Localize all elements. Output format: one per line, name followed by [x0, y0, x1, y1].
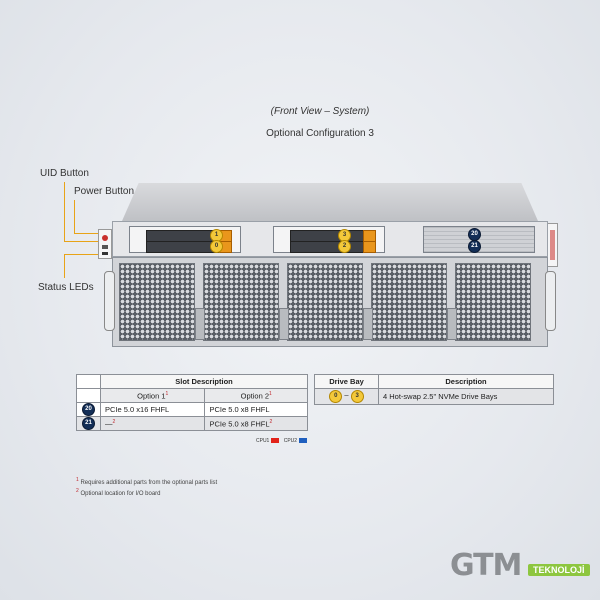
- power-button[interactable]: [102, 245, 108, 249]
- drive-cage-left: 1 0: [129, 226, 241, 253]
- description-col-header: Description: [378, 374, 554, 389]
- cpu1-label: CPU1: [256, 438, 270, 444]
- fan-grille-5: [455, 263, 531, 341]
- power-button-label: Power Button: [74, 186, 135, 197]
- server-chassis: 1 0 3 2 20 21: [98, 183, 558, 347]
- fan-module-latch[interactable]: [279, 308, 289, 340]
- drive-bay-2[interactable]: [290, 241, 376, 253]
- fan-grille-3: [287, 263, 363, 341]
- control-panel-ear[interactable]: [98, 229, 112, 259]
- slot-badge: 21: [82, 417, 95, 430]
- brand-strip: [550, 230, 555, 260]
- status-lead-vertical: [64, 254, 65, 278]
- footnote-1-mark: 1: [76, 477, 79, 483]
- slot-col-option1: Option 11: [99, 388, 206, 403]
- bay-from-badge: 0: [329, 390, 343, 403]
- config-title: Optional Configuration 3: [266, 128, 374, 139]
- drive-cage-right: 3 2: [273, 226, 385, 253]
- bay-to-badge: 3: [350, 390, 364, 403]
- brand-name: GTM: [450, 548, 522, 583]
- pcie-slot-panel: 20 21: [423, 226, 535, 253]
- fan-module-latch[interactable]: [447, 308, 457, 340]
- slot-opt1-cell: PCIe 5.0 x16 FHFL: [99, 402, 206, 417]
- slot-id-cell: 20: [76, 402, 101, 417]
- option1-label: Option 1: [137, 391, 166, 401]
- drive-badge-2: 2: [338, 240, 351, 253]
- bay-description-cell: 4 Hot-swap 2.5" NVMe Drive Bays: [378, 388, 554, 405]
- chassis-top-cover: [122, 183, 538, 221]
- slot-col-option2: Option 21: [204, 388, 308, 403]
- table-row: 20 PCIe 5.0 x16 FHFL PCIe 5.0 x8 FHFL: [76, 402, 308, 417]
- slot-opt2-sup: 2: [269, 418, 273, 425]
- cpu2-swatch: [299, 438, 308, 444]
- fan-grille-panel: [112, 257, 548, 347]
- footnote-2: 2 Optional location for I/O board: [76, 487, 217, 498]
- power-lead-vertical: [74, 200, 75, 234]
- fan-grille-2: [203, 263, 279, 341]
- status-leds: [102, 252, 108, 255]
- fan-module-latch[interactable]: [195, 308, 205, 340]
- drive-badge-0: 0: [210, 240, 223, 253]
- slot-description-table: Slot Description Option 11 Option 21 20 …: [76, 374, 308, 431]
- footnote-1: 1 Requires additional parts from the opt…: [76, 476, 217, 487]
- slot-opt1-cell: —2: [99, 416, 206, 431]
- footnote-2-mark: 2: [76, 488, 79, 494]
- slot-table-blank: [76, 388, 101, 403]
- slot-id-cell: 21: [76, 416, 101, 431]
- slot-badge: 20: [82, 403, 95, 416]
- brand-logo: GTM TEKNOLOJİ: [450, 548, 590, 583]
- option2-label: Option 2: [240, 391, 270, 401]
- fan-grille-1: [119, 263, 195, 341]
- slot-badge-21: 21: [468, 240, 481, 253]
- uid-button[interactable]: [102, 235, 108, 241]
- slot-opt2-cell: PCIe 5.0 x8 FHFL2: [204, 416, 308, 431]
- slot-table-corner: [76, 374, 101, 389]
- drive-bay-table: Drive Bay Description 0 – 3 4 Hot-swap 2…: [314, 374, 554, 405]
- slot-opt1-text: —: [105, 419, 113, 429]
- brand-tag: TEKNOLOJİ: [528, 564, 590, 576]
- footnote-1-text: Requires additional parts from the optio…: [80, 480, 218, 486]
- bay-col-header: Drive Bay: [314, 374, 379, 389]
- uid-button-label: UID Button: [40, 168, 89, 179]
- bay-range-cell: 0 – 3: [314, 388, 379, 405]
- slot-opt2-text: PCIe 5.0 x8 FHFL: [209, 419, 270, 429]
- slot-table-title: Slot Description: [100, 374, 308, 389]
- bay-range-separator: –: [344, 390, 349, 399]
- table-row: 21 —2 PCIe 5.0 x8 FHFL2: [76, 416, 308, 431]
- fan-module-latch[interactable]: [363, 308, 373, 340]
- cpu-legend: CPU1 CPU2: [256, 438, 310, 444]
- uid-lead-vertical: [64, 182, 65, 242]
- option2-sup: 1: [269, 390, 272, 397]
- cpu1-swatch: [271, 438, 280, 444]
- power-lead-horizontal: [74, 233, 100, 234]
- footnotes: 1 Requires additional parts from the opt…: [76, 476, 217, 498]
- view-title: (Front View – System): [270, 106, 370, 117]
- fan-grille-4: [371, 263, 447, 341]
- status-leds-label: Status LEDs: [38, 282, 94, 293]
- cpu2-label: CPU2: [283, 438, 298, 444]
- table-row: 0 – 3 4 Hot-swap 2.5" NVMe Drive Bays: [314, 388, 554, 405]
- slot-opt2-cell: PCIe 5.0 x8 FHFL: [204, 402, 308, 417]
- option1-sup: 1: [165, 390, 169, 397]
- front-panel-upper: 1 0 3 2 20 21: [112, 221, 548, 257]
- footnote-2-text: Optional location for I/O board: [80, 491, 161, 497]
- left-handle[interactable]: [104, 271, 115, 331]
- status-lead-horizontal: [64, 254, 100, 255]
- slot-opt1-sup: 2: [112, 418, 116, 425]
- uid-lead-horizontal: [64, 241, 100, 242]
- right-handle[interactable]: [545, 271, 556, 331]
- drive-latch[interactable]: [363, 241, 376, 253]
